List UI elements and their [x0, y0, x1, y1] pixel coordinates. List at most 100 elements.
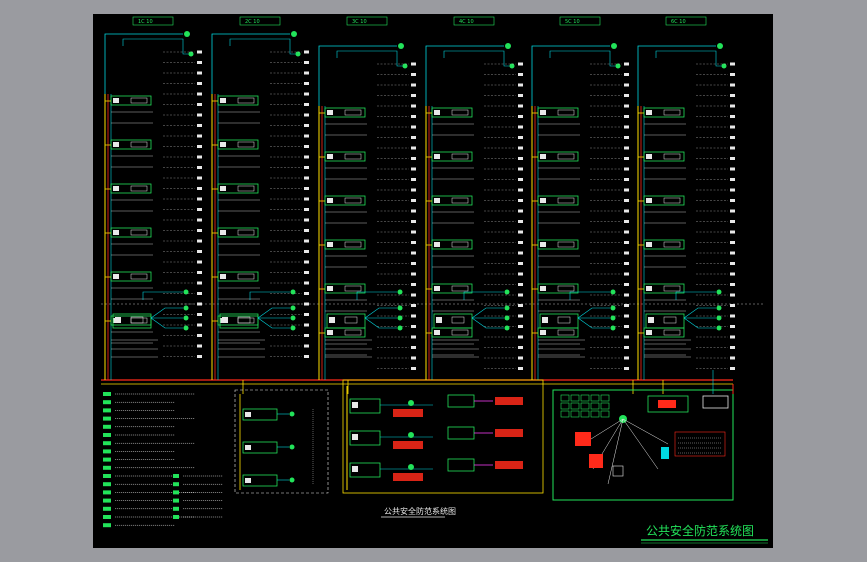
row-mark [518, 83, 523, 87]
server-red [658, 400, 676, 408]
row-mark [411, 220, 416, 223]
detector-node [183, 305, 189, 311]
device-chip [434, 198, 440, 203]
row-mark [411, 199, 416, 202]
device-chip [113, 230, 119, 235]
row-mark [411, 241, 416, 244]
bottom-panels [103, 370, 734, 528]
monitor-cell [600, 410, 610, 418]
row-mark [624, 188, 629, 192]
row-mark [518, 115, 523, 118]
row-mark [197, 260, 202, 264]
device-chip [646, 198, 652, 203]
row-mark [730, 104, 735, 108]
detector-node [290, 325, 296, 331]
alarm-host [589, 454, 603, 468]
row-mark [197, 271, 202, 274]
camera-node [611, 43, 617, 49]
monitor-cell [600, 402, 610, 410]
legend-symbol [103, 490, 111, 495]
device-chip [663, 241, 681, 248]
row-mark [624, 167, 629, 171]
branch-line [675, 291, 716, 300]
row-mark [730, 356, 735, 360]
monitor-cell [570, 402, 580, 410]
row-mark [730, 346, 735, 349]
device-block [110, 183, 152, 194]
access-panel [342, 379, 544, 494]
legend-symbol [173, 498, 179, 503]
row-mark [624, 199, 629, 202]
row-mark [304, 145, 309, 148]
top-feed-line [104, 33, 183, 94]
row-mark [197, 197, 202, 201]
detector-node [408, 464, 414, 470]
lower-device-block [539, 313, 579, 329]
row-mark [730, 241, 735, 244]
branch-line [471, 317, 504, 329]
row-mark [304, 313, 309, 316]
row-mark [518, 62, 523, 66]
branch-line [577, 307, 610, 319]
row-mark [624, 178, 629, 181]
branch-line [683, 317, 716, 329]
legend-symbol [103, 515, 111, 519]
row-mark [411, 62, 416, 66]
row-mark [624, 157, 629, 160]
device-block [431, 195, 473, 206]
device-chip [451, 241, 469, 248]
row-mark [411, 272, 416, 276]
device-chip [451, 285, 469, 292]
title-text: 公共安全防范系统图 [646, 523, 754, 538]
row-mark [518, 251, 523, 255]
row-mark [411, 209, 416, 213]
branch-line [142, 291, 183, 300]
legend-symbol [103, 424, 111, 429]
row-mark [304, 155, 309, 159]
row-mark [411, 293, 416, 297]
camera-loop [443, 50, 510, 67]
device-chip [220, 142, 226, 147]
device-chip [237, 229, 255, 236]
detector-node [289, 411, 295, 417]
riser-column: 5C 10 [531, 16, 629, 380]
row-mark [197, 239, 202, 243]
row-mark [197, 250, 202, 253]
red-device [393, 409, 423, 417]
branch-line [569, 291, 610, 300]
camera-loop [229, 38, 296, 55]
row-mark [624, 272, 629, 276]
device-chip [451, 329, 469, 336]
detector-node [183, 325, 189, 331]
device-chip [344, 109, 362, 116]
top-feed-line [425, 45, 504, 106]
row-mark [304, 334, 309, 337]
row-mark [197, 71, 202, 75]
device-chip [648, 317, 654, 323]
top-feed-line [531, 45, 610, 106]
device-chip [540, 242, 546, 247]
monitor-cell [560, 410, 570, 418]
row-mark [304, 176, 309, 180]
row-mark [197, 313, 202, 316]
patrol-device [242, 474, 278, 487]
access-device [349, 398, 381, 414]
device-chip [557, 329, 575, 336]
detector-node [716, 305, 722, 311]
row-mark [304, 50, 309, 54]
riser-column: 3C 10 [318, 16, 416, 380]
red-device [495, 461, 523, 469]
row-mark [304, 355, 309, 358]
detector-node [504, 325, 510, 331]
device-chip [130, 185, 148, 192]
lower-device-block [433, 313, 473, 329]
row-mark [730, 335, 735, 339]
floor-label-box [559, 16, 601, 26]
camera-node [291, 31, 297, 37]
device-chip [646, 286, 652, 291]
row-mark [197, 113, 202, 117]
row-mark [411, 346, 416, 349]
row-mark [304, 82, 309, 85]
row-mark [518, 167, 523, 171]
floor-label: 2C 10 [245, 19, 260, 25]
